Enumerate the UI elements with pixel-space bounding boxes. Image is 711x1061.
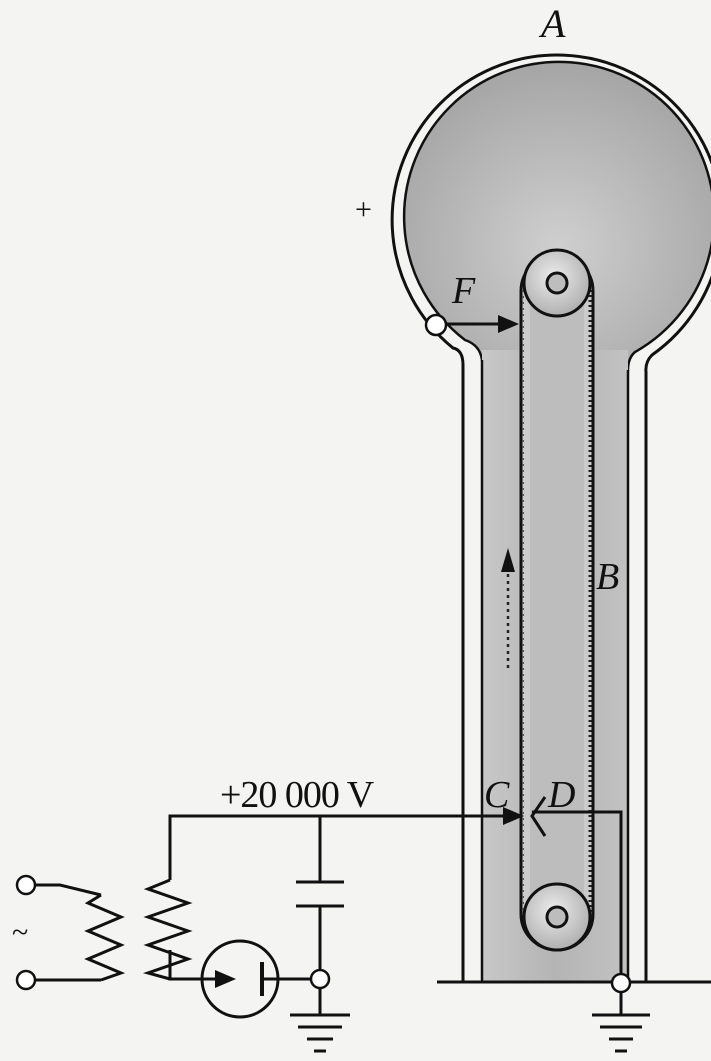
- lower-pulley-axle: [545, 905, 569, 929]
- comb-c-label: C: [484, 774, 510, 816]
- dome-charge-label: +: [355, 193, 372, 226]
- ground-node-right: [610, 972, 632, 994]
- transformer-secondary-coil: [142, 878, 193, 981]
- supply-voltage-label: +20 000 V: [220, 774, 374, 816]
- ac-terminal-top: [15, 874, 37, 896]
- rectifier-arrowhead: [215, 970, 236, 988]
- ground-node-left: [309, 968, 331, 990]
- ac-terminal-bottom: [15, 969, 37, 991]
- collector-d-wire: [532, 810, 623, 975]
- comb-d-label: D: [548, 774, 576, 816]
- charge-flow-arrowhead: [501, 548, 515, 572]
- collector-d-points: [530, 796, 547, 837]
- ac-source-symbol: ~: [12, 916, 29, 949]
- transformer-primary-coil: [84, 893, 126, 982]
- dome-sphere: [402, 60, 711, 372]
- primary-lead-top: [34, 883, 102, 897]
- upper-pulley-axle: [545, 271, 569, 295]
- comb-c-arrowhead: [503, 807, 524, 825]
- supply-wire: [168, 814, 505, 880]
- dome-label: A: [541, 1, 566, 46]
- belt-inner-band: [530, 292, 584, 912]
- comb-f-arrowhead: [498, 315, 519, 333]
- comb-f-label: F: [452, 270, 476, 312]
- dome-shell-outer: [390, 53, 711, 982]
- belt-label: B: [596, 556, 620, 598]
- comb-f-terminal: [424, 313, 448, 337]
